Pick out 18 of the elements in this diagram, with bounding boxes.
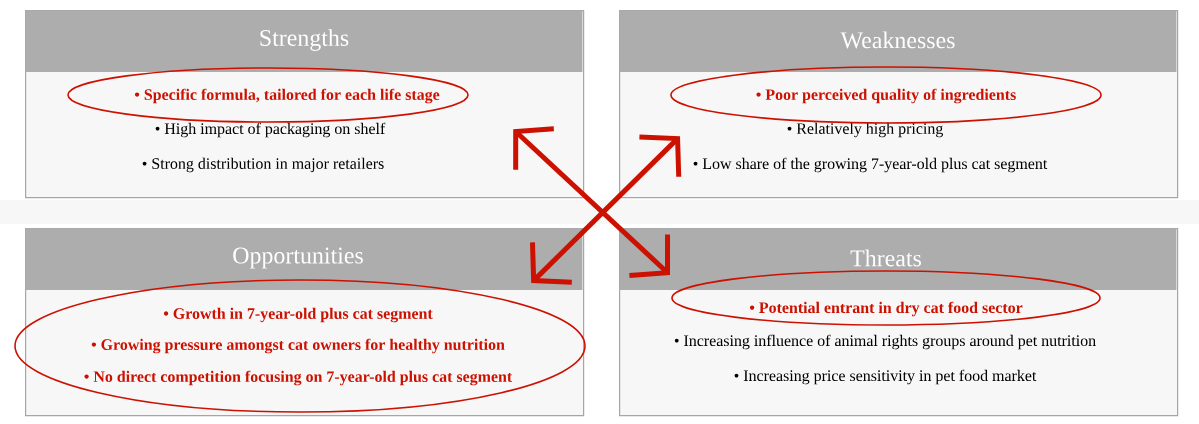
- bullet-text: • Increasing price sensitivity in pet food market: [734, 369, 1037, 385]
- bullet-text: • Increasing influence of animal rights groups around pet nutrition: [674, 334, 1096, 350]
- bullet-text: • Relatively high pricing: [787, 122, 943, 138]
- quadrant-heading: Opportunities: [233, 247, 363, 269]
- bullet-text: • Low share of the growing 7-year-old plus cat segment: [693, 157, 1048, 173]
- quadrant-heading: Strengths: [260, 29, 349, 51]
- bullet-text: • Strong distribution in major retailers: [142, 157, 384, 173]
- highlighted-bullet-text: • No direct competition focusing on 7-year-old plus cat segment: [84, 370, 513, 386]
- double-arrow: [530, 134, 682, 285]
- highlighted-bullet-text: • Growing pressure amongst cat owners for healthy nutrition: [91, 338, 505, 354]
- quadrant-heading: Threats: [850, 249, 921, 267]
- highlighted-bullet-text: • Potential entrant in dry cat food sector: [749, 301, 1023, 317]
- highlighted-bullet-text: • Specific formula, tailored for each life stage: [134, 88, 440, 104]
- bullet-text: • High impact of packaging on shelf: [155, 122, 386, 138]
- double-arrow: [513, 126, 671, 278]
- highlighted-bullet-text: • Growth in 7-year-old plus cat segment: [163, 307, 433, 323]
- quadrant-heading: Weaknesses: [840, 31, 955, 49]
- highlighted-bullet-text: • Poor perceived quality of ingredients: [756, 88, 1016, 104]
